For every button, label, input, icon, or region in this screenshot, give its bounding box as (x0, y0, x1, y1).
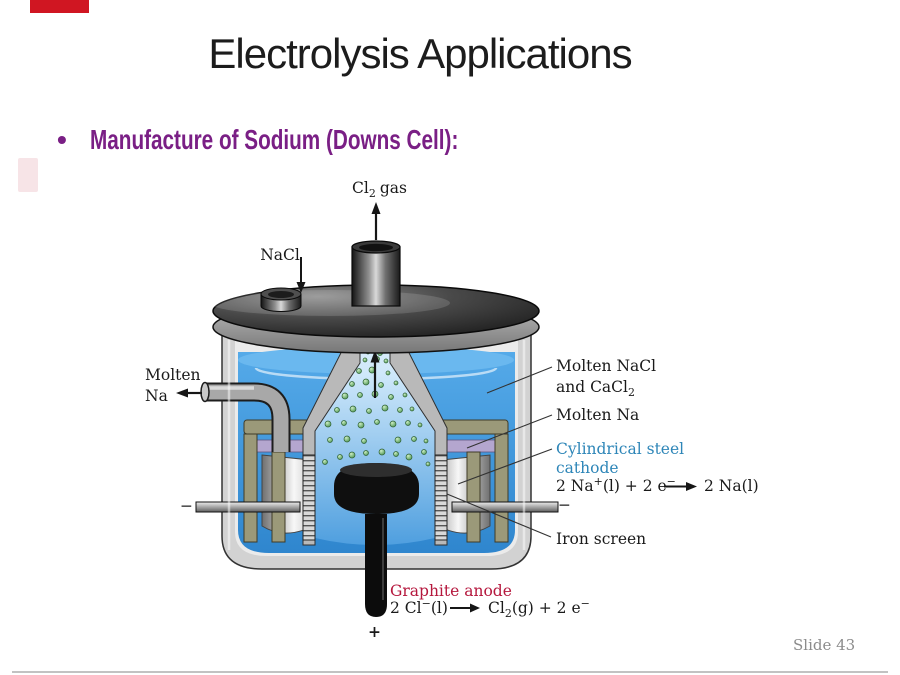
cathode-equation-arrow-head (686, 482, 697, 491)
plus-terminal: + (368, 622, 381, 641)
cell-lid-sheen (210, 290, 450, 316)
nacl-feed-arrow-head (296, 282, 306, 293)
cathode-rod-right (451, 501, 559, 513)
nacl-port-opening (268, 291, 294, 298)
slide-title: Electrolysis Applications (208, 30, 632, 77)
anode-equation-arrow-head (470, 603, 480, 613)
molten-na-arrow-head (176, 388, 188, 398)
bullet-text: Manufacture of Sodium (Downs Cell): (89, 124, 459, 155)
bullet-marker: • (57, 124, 67, 155)
cathode-rod-left (195, 501, 301, 513)
nacl-label: NaCl (260, 246, 300, 264)
cathode-equation-lhs: 2 Na+(l) + 2 e− (556, 475, 676, 495)
leader-molten-na (466, 414, 553, 449)
molten-na-left-label-1: Molten (145, 366, 201, 384)
molten-na-left-label-2: Na (145, 387, 168, 405)
molten-na-right-label: Molten Na (556, 406, 639, 424)
funnel-gas-arrow-head (370, 350, 380, 363)
graphite-anode-dome (334, 463, 419, 514)
chlorine-bubbles (322, 349, 431, 467)
molten-nacl-label-2: and CaCl2 (556, 378, 635, 399)
slide-number: Slide 43 (793, 636, 856, 654)
sodium-outlet-pipe (200, 381, 291, 452)
leader-molten-nacl (486, 366, 553, 394)
iron-screen-left (302, 454, 316, 541)
iron-screen-label: Iron screen (556, 530, 646, 548)
cathode-equation-rhs: 2 Na(l) (704, 477, 759, 495)
bullet-point: • Manufacture of Sodium (Downs Cell): (57, 124, 588, 156)
leader-cathode (457, 448, 553, 485)
chimney (351, 246, 401, 307)
cl2-gas-arrow-head (371, 202, 381, 214)
leader-iron-screen (446, 493, 552, 538)
anode-equation-lhs: 2 Cl−(l) (390, 597, 448, 617)
faint-pink-marker (18, 158, 38, 192)
graphite-anode-rod (365, 514, 387, 617)
chimney-opening (359, 243, 393, 252)
red-marker (30, 0, 89, 13)
minus-terminal-right: − (558, 496, 571, 514)
cathode-label-2: cathode (556, 459, 619, 477)
iron-screen-right (434, 454, 448, 541)
graphite-anode-label: Graphite anode (390, 582, 512, 600)
molten-nacl-label-1: Molten NaCl (556, 357, 656, 375)
collector-trough (243, 419, 509, 543)
cathode-label-1: Cylindrical steel (556, 440, 684, 458)
anode-equation-rhs: Cl2(g) + 2 e− (488, 597, 590, 620)
graphite-anode-dome-sheen (340, 463, 412, 477)
minus-terminal-left: − (180, 497, 193, 515)
slide-bottom-edge (12, 671, 888, 673)
